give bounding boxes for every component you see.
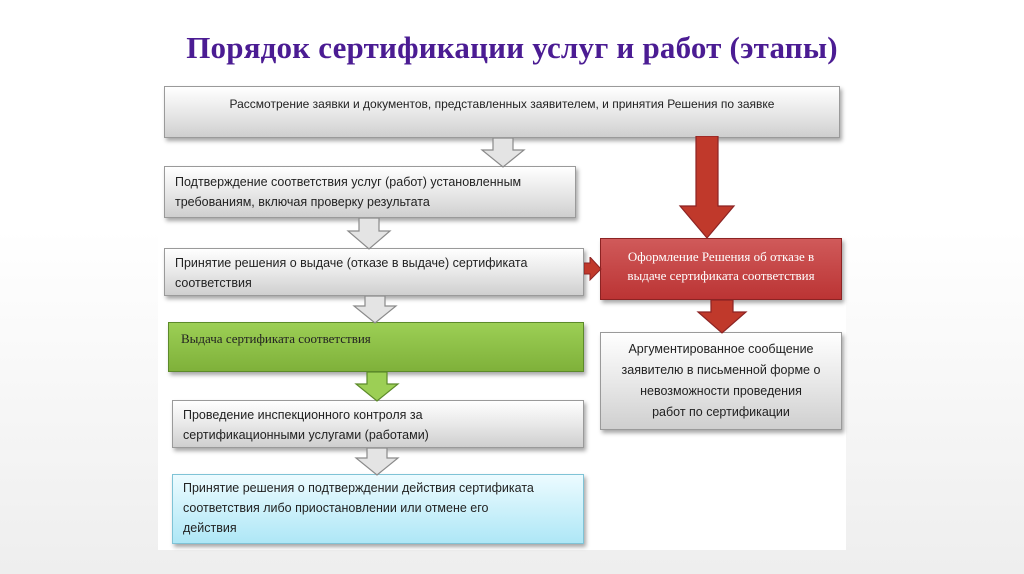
arrow-decision-to-refusal — [584, 257, 602, 281]
step-inspection-line-1: Проведение инспекционного контроля за — [183, 408, 423, 422]
arrow-refusal-to-notice — [696, 300, 748, 334]
written-notice-line-2: заявителю в письменной форме о — [621, 363, 821, 377]
step-validity-decision: Принятие решения о подтверждении действи… — [172, 474, 584, 544]
diagram-canvas: Рассмотрение заявки и документов, предст… — [158, 82, 846, 550]
step-validity-line-3: действия — [183, 521, 237, 535]
page-title: Порядок сертификации услуг и работ (этап… — [186, 30, 838, 65]
written-notice-line-4: работ по сертификации — [652, 405, 790, 419]
arrow-step1-to-step2 — [480, 138, 526, 168]
step-issuance-decision-line-2: соответствия — [175, 276, 252, 290]
refusal-decision-line-2: выдаче сертификата соответствия — [627, 268, 815, 283]
arrow-step2-to-step3 — [346, 218, 392, 250]
step-inspection-control: Проведение инспекционного контроля за се… — [172, 400, 584, 448]
step-conformity-line-2: требованиям, включая проверку результата — [175, 195, 430, 209]
step-issuance-decision-line-1: Принятие решения о выдаче (отказе в выда… — [175, 256, 528, 270]
written-notice-line-3: невозможности проведения — [640, 384, 802, 398]
step-application-review: Рассмотрение заявки и документов, предст… — [164, 86, 840, 138]
step-certificate-issuance-text: Выдача сертификата соответствия — [181, 331, 371, 346]
step-validity-line-1: Принятие решения о подтверждении действи… — [183, 481, 534, 495]
arrow-review-to-refusal — [678, 136, 736, 239]
refusal-decision-line-1: Оформление Решения об отказе в — [627, 249, 815, 264]
step-validity-line-2: соответствия либо приостановлении или от… — [183, 501, 489, 515]
arrow-step3-to-step4 — [352, 296, 398, 324]
written-notice-box: Аргументированное сообщение заявителю в … — [600, 332, 842, 430]
arrow-step4-to-step5 — [354, 372, 400, 402]
step-certificate-issuance: Выдача сертификата соответствия — [168, 322, 584, 372]
arrow-step5-to-step6 — [354, 448, 400, 476]
step-issuance-decision: Принятие решения о выдаче (отказе в выда… — [164, 248, 584, 296]
step-conformity-confirmation: Подтверждение соответствия услуг (работ)… — [164, 166, 576, 218]
step-conformity-line-1: Подтверждение соответствия услуг (работ)… — [175, 175, 522, 189]
step-application-review-text: Рассмотрение заявки и документов, предст… — [229, 97, 775, 111]
step-inspection-line-2: сертификационными услугами (работами) — [183, 428, 429, 442]
refusal-decision-box: Оформление Решения об отказе в выдаче се… — [600, 238, 842, 300]
written-notice-line-1: Аргументированное сообщение — [628, 342, 814, 356]
